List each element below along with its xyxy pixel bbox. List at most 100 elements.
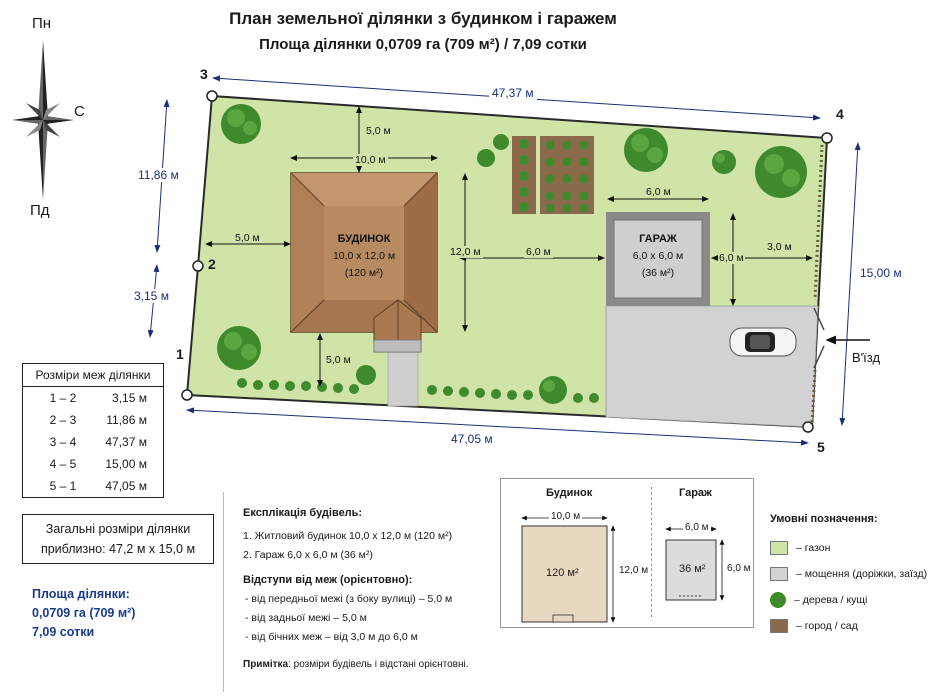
corner-label-2: 2 (208, 256, 216, 272)
house-width-dim: 10,0 м (353, 154, 388, 166)
garage-setback-right: 3,0 м (767, 241, 792, 253)
setback-item: - від задньої межі – 5,0 м (245, 612, 367, 624)
garage-width-dim: 6,0 м (646, 186, 671, 198)
legend-item-paving: – мощення (доріжки, заїзд) (770, 561, 927, 587)
total-dimensions: Загальні розміри ділянки приблизно: 47,2… (22, 514, 214, 564)
dim-top: 47,37 м (489, 86, 537, 100)
detail-garage-h: 6,0 м (727, 563, 751, 574)
table-row: 4 – 5 15,00 м (23, 453, 163, 475)
garage-area: (36 м²) (641, 267, 675, 279)
explication-header: Експлікація будівель: (243, 507, 363, 519)
row-value: 47,37 м (105, 435, 147, 449)
detail-house-title: Будинок (546, 487, 593, 499)
divider (223, 492, 224, 692)
garden-swatch (770, 619, 788, 633)
area-summary: Площа ділянки: 0,0709 га (709 м²) 7,09 с… (32, 585, 135, 642)
table-row: 1 – 2 3,15 м (23, 387, 163, 409)
total-line2: приблизно: 47,2 м х 15,0 м (40, 542, 196, 556)
detail-house-w: 10,0 м (549, 511, 583, 522)
car-icon (729, 327, 797, 357)
area-line1: Площа ділянки: (32, 587, 130, 601)
row-key: 5 – 1 (49, 479, 77, 493)
row-key: 2 – 3 (49, 413, 77, 427)
house-size: 10,0 х 12,0 м (332, 250, 396, 262)
house-setback-left: 5,0 м (235, 232, 260, 244)
detail-box: Будинок Гараж 10,0 м 12,0 м 120 м² 6,0 м… (500, 478, 754, 628)
entry-label: В'їзд (852, 350, 881, 365)
garden-beds (512, 136, 594, 214)
row-key: 1 – 2 (49, 391, 77, 405)
house-setback-top: 5,0 м (366, 125, 391, 137)
detail-garage-title: Гараж (679, 487, 712, 499)
corner-label-5: 5 (817, 439, 825, 455)
area-line2: 0,0709 га (709 м²) (32, 606, 136, 620)
house-label: БУДИНОК 10,0 х 12,0 м (120 м²) (324, 231, 404, 282)
house-title: БУДИНОК (337, 233, 391, 245)
explication-item2: 2. Гараж 6,0 х 6,0 м (36 м²) (243, 549, 373, 561)
note: Примітка: розміри будівель і відстані ор… (243, 655, 469, 674)
area-line3: 7,09 сотки (32, 625, 95, 639)
row-value: 11,86 м (106, 413, 147, 427)
compass-south-label: Пд (30, 202, 50, 219)
detail-drawings (521, 515, 725, 623)
boundary-table: Розміри меж ділянки 1 – 2 3,15 м 2 – 3 11,… (22, 363, 164, 498)
compass-east-label: С (74, 103, 85, 120)
garage-title: ГАРАЖ (639, 233, 677, 245)
note-label: Примітка (243, 659, 289, 670)
house-path (387, 351, 419, 407)
paving-swatch (770, 567, 788, 581)
driveway-paving (605, 305, 819, 428)
explication-item1: 1. Житловий будинок 10,0 х 12,0 м (120 м… (243, 530, 453, 542)
total-line1: Загальні розміри ділянки (45, 522, 191, 536)
house-setback-bottom: 5,0 м (326, 354, 351, 366)
detail-house-area: 120 м² (546, 567, 579, 579)
legend-item-garden: – город / сад (770, 613, 927, 639)
legend: Умовні позначення: – газон – мощення (до… (770, 513, 927, 639)
row-key: 3 – 4 (49, 435, 77, 449)
corner-label-3: 3 (200, 66, 208, 82)
table-row: 3 – 4 47,37 м (23, 431, 163, 453)
house-height-dim: 12,0 м (448, 246, 483, 258)
house-area: (120 м²) (344, 267, 384, 279)
garage-height-dim: 6,0 м (718, 252, 745, 264)
legend-label: – мощення (доріжки, заїзд) (796, 568, 928, 580)
legend-item-trees: – дерева / кущі (770, 587, 927, 613)
legend-label: – дерева / кущі (794, 594, 868, 606)
note-text: : розміри будівель і відстані орієнтовні… (288, 659, 469, 670)
gap-dim: 6,0 м (524, 246, 553, 258)
legend-item-lawn: – газон (770, 535, 927, 561)
compass: Пн С Пд (10, 10, 100, 220)
legend-label: – газон (796, 542, 831, 554)
dim-right: 15,00 м (858, 266, 904, 280)
row-value: 15,00 м (105, 457, 147, 471)
tree-icon (770, 592, 786, 608)
site-plan (147, 75, 870, 446)
lawn-swatch (770, 541, 788, 555)
garage-label: ГАРАЖ 6,0 х 6,0 м (36 м²) (614, 231, 702, 282)
corner-label-4: 4 (836, 106, 844, 122)
row-key: 4 – 5 (49, 457, 77, 471)
boundary-table-header: Розміри меж ділянки (23, 364, 163, 387)
legend-label: – город / сад (796, 620, 858, 632)
legend-header: Умовні позначення: (770, 513, 878, 525)
compass-north-label: Пн (32, 15, 52, 32)
dim-left-upper: 11,86 м (136, 168, 181, 182)
dim-bottom: 47,05 м (448, 432, 496, 446)
garage-size: 6,0 х 6,0 м (632, 250, 684, 262)
setback-item: - від бічних меж – від 3,0 м до 6,0 м (245, 631, 418, 643)
corner-label-1: 1 (176, 346, 184, 362)
setbacks-header: Відступи від меж (орієнтовно): (243, 574, 413, 586)
detail-house-h: 12,0 м (619, 565, 649, 576)
table-row: 5 – 1 47,05 м (23, 475, 163, 497)
table-row: 2 – 3 11,86 м (23, 409, 163, 431)
row-value: 3,15 м (112, 391, 147, 405)
page-title: План земельної ділянки з будинком і гара… (229, 9, 617, 28)
detail-garage-area: 36 м² (679, 563, 706, 575)
dim-left-lower: 3,15 м (132, 289, 171, 303)
row-value: 47,05 м (105, 479, 147, 493)
setback-item: - від передньої межі (з боку вулиці) – 5… (245, 593, 453, 605)
detail-divider (651, 487, 652, 617)
page-subtitle: Площа ділянки 0,0709 га (709 м²) / 7,09 … (259, 36, 587, 53)
compass-rose-icon (12, 40, 74, 200)
explication: Експлікація будівель: 1. Житловий будино… (243, 504, 469, 674)
